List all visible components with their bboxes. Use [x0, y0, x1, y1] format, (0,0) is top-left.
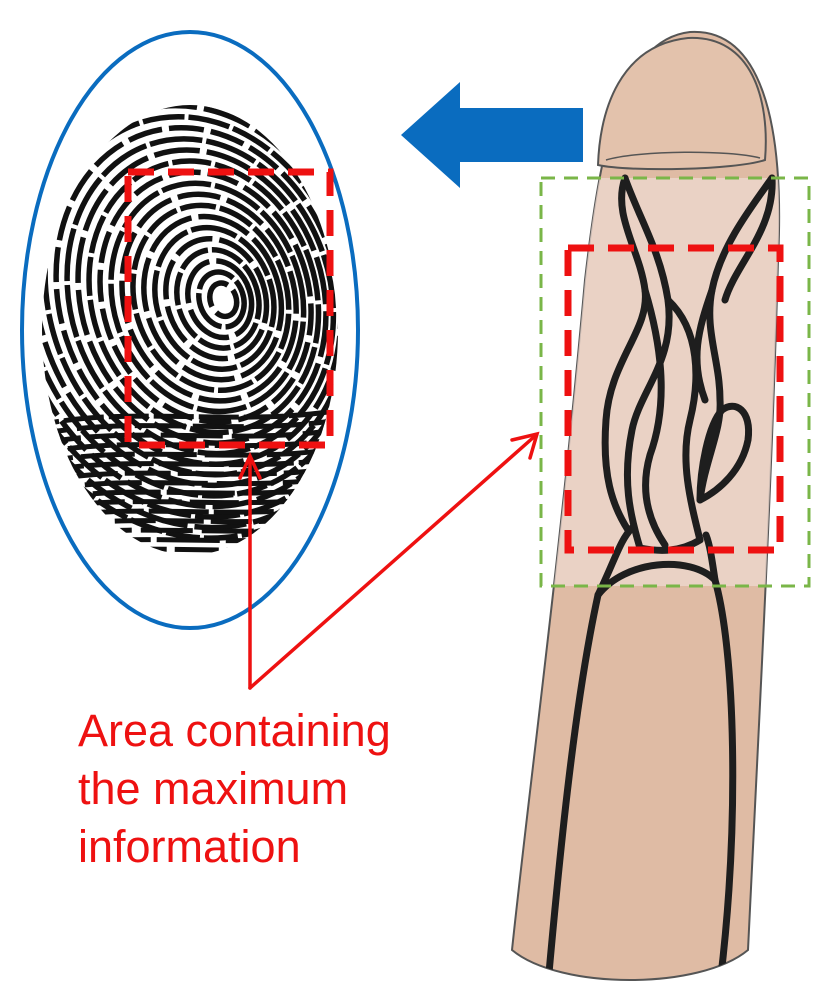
- caption-line-3: information: [78, 818, 438, 876]
- caption-line-1: Area containing: [78, 702, 438, 760]
- finger-icon: [512, 32, 809, 984]
- fingerprint-ridges: [0, 0, 455, 592]
- arrow-left-icon: [401, 82, 583, 188]
- annotation-caption: Area containing the maximum information: [78, 702, 438, 876]
- caption-line-2: the maximum: [78, 760, 438, 818]
- fingernail: [598, 38, 766, 169]
- fingerprint-icon: [0, 0, 455, 592]
